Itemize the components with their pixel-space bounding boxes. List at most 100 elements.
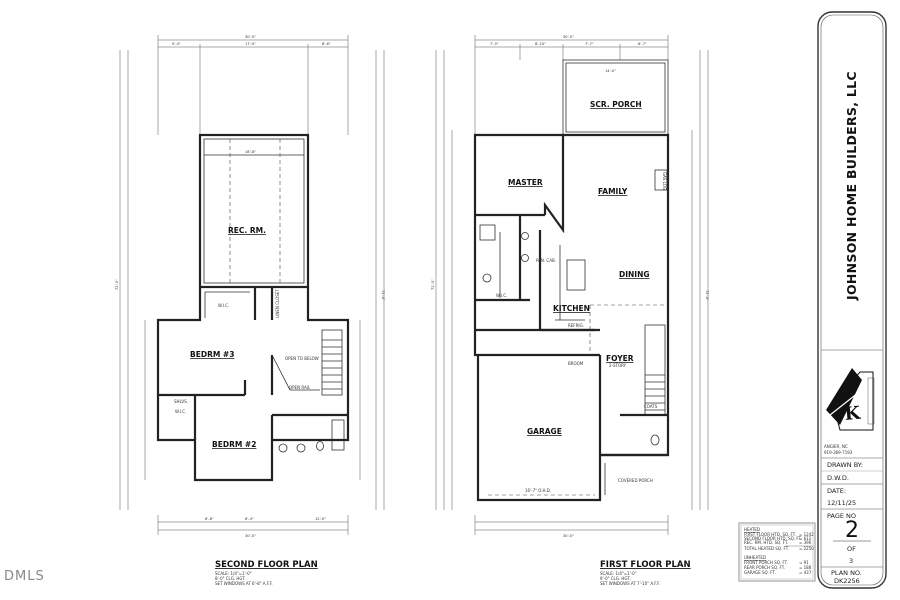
- drawing-line: [321, 329, 343, 396]
- drawing-line: [565, 62, 666, 133]
- first-floor-stairs: [644, 324, 666, 416]
- second-floor-rooms-wic2-label: W.I.C.: [175, 409, 186, 414]
- drawing-line: [740, 524, 814, 580]
- title-block-phone-label: 919-369-7193: [824, 450, 853, 455]
- second-floor-notes-0-label: SCALE: 1/4"=1'-0": [215, 571, 252, 576]
- first-floor-rooms-wic-label: W.I.C.: [496, 293, 507, 298]
- first-floor-dims-overall-h-label: 72'-0": [431, 279, 435, 290]
- second-floor-rooms-linen-label: LINEN CLOSET: [275, 289, 280, 318]
- first-floor-rooms-pan-label: PAN. CAB.: [536, 258, 556, 263]
- sq-ft-table-heated-1-label-label: SECOND FLOOR HTD. SQ. FT.: [744, 536, 802, 541]
- first-floor-notes-2-label: SET WINDOWS AT 7'-10" A.F.F.: [600, 581, 660, 586]
- second-floor-dims-rec-w-label: 18'-8": [245, 150, 256, 154]
- second-floor-rooms-open-below-label: OPEN TO BELOW: [285, 356, 319, 361]
- sq-ft-table-unheated-1-value-label: = 188: [799, 565, 812, 570]
- drawing-line: [654, 169, 668, 191]
- drawing-line: [521, 254, 529, 262]
- second-floor-rooms-open-rail-label: OPEN RAIL: [289, 385, 311, 390]
- title-block-date-label-label: DATE:: [827, 487, 846, 495]
- title-block-drawn-by-label: D.W.D.: [827, 474, 849, 482]
- first-floor-rooms-gas-log-label: GAS LOG: [662, 172, 667, 190]
- title-block-plan-no-label: DK2256: [834, 577, 860, 585]
- drawing-line: [331, 419, 345, 451]
- sq-ft-table-unheated-0-value-label: = 91: [799, 560, 809, 565]
- drawing-line: [644, 324, 666, 416]
- drawing-line: [832, 371, 874, 431]
- mls-watermark: DMLS: [4, 569, 45, 584]
- drawing-line: [203, 138, 305, 284]
- second-floor-title: SECOND FLOOR PLAN: [215, 560, 318, 570]
- first-floor-rooms-refrig-label: REFRIG.: [568, 323, 584, 328]
- second-floor-notes-2-label: SET WINDOWS AT 6'-8" A.F.F.: [215, 581, 273, 586]
- drawing-line: [156, 287, 350, 482]
- first-floor-rooms-porch-label: SCR. PORCH: [590, 100, 642, 109]
- sq-ft-table-unheated-label-label: UNHEATED: [744, 555, 766, 560]
- second-floor-dims-top-c-label: 8'-6": [322, 42, 331, 46]
- first-floor-dims-top-b-label: 8'-10": [535, 42, 546, 46]
- drawing-line: [316, 441, 324, 451]
- first-floor-rooms-garage-label: GARAGE: [527, 427, 562, 436]
- second-floor-rooms-bed2-label: BEDRM #2: [212, 440, 256, 449]
- drawing-line: [278, 443, 288, 453]
- title-block: JOHNSON HOME BUILDERS, LLC K ANGIER, NC …: [817, 11, 887, 589]
- sq-ft-table-heated-2-label-label: REC. RM. HTD. SQ. FT.: [744, 540, 788, 545]
- second-floor-dims-bot-b-label: 6'-8": [205, 517, 214, 521]
- drawing-line: [543, 135, 565, 234]
- first-floor-rooms-foyer-label: FOYER: [606, 354, 634, 363]
- drawing-line: [479, 224, 496, 241]
- square-footage-table: HEATED FIRST FLOOR HTD. SQ. FT.= 1242 SE…: [738, 522, 816, 582]
- sq-ft-table-heated-2-value-label: = 396: [799, 540, 812, 545]
- sq-ft-table-unheated-0-label-label: FRONT PORCH SQ. FT.: [744, 560, 788, 565]
- second-floor-stairs: [321, 329, 343, 396]
- first-floor-rooms-broom-label: BROOM: [568, 361, 584, 366]
- title-block-total-pages-label: 3: [849, 557, 853, 565]
- first-floor-dims-porch-w-label: 14'-0": [605, 69, 616, 73]
- second-floor-dims-top-b-label: 17'-0": [245, 42, 256, 46]
- sq-ft-table-heated-label-label: HEATED: [744, 527, 760, 532]
- title-block-plan-label-label: PLAN NO.: [831, 569, 862, 577]
- drawing-line: [867, 377, 875, 425]
- first-floor-exterior-walls: [473, 133, 670, 502]
- title-block-of-label-label: OF: [847, 545, 856, 553]
- first-floor-plan: 30'-0" 7'-0" 8'-10" 7'-7" 6'-7" 72'-0" 7…: [431, 35, 709, 586]
- second-floor-dims-overall-w-label: 30'-0": [245, 534, 256, 538]
- first-floor-rooms-master-label: MASTER: [508, 178, 543, 187]
- drawing-line: [820, 14, 884, 586]
- sq-ft-table-unheated-2-label-label: GARAGE SQ. FT.: [744, 570, 776, 575]
- second-floor-notes-1-label: 8'-0" CLG. HGT.: [215, 576, 246, 581]
- title-block-date-label: 12/11/25: [827, 499, 856, 507]
- drawing-line: [271, 354, 320, 391]
- company-name: JOHNSON HOME BUILDERS, LLC: [844, 71, 859, 301]
- first-floor-dims-overall-h-label: 72'-0": [705, 290, 709, 301]
- drawing-line: [521, 232, 529, 240]
- second-floor-dims-overall-h-label: 72'-0": [115, 279, 119, 290]
- drawing-line: [482, 273, 492, 283]
- drawing-line: K: [844, 403, 863, 425]
- first-floor-dims-top-a-label: 7'-0": [490, 42, 499, 46]
- kitchen-island: [566, 259, 586, 291]
- sq-ft-table-unheated-1-label-label: REAR PORCH SQ. FT.: [744, 565, 785, 570]
- second-floor-dims-top-a-label: 9'-4": [172, 42, 181, 46]
- sq-ft-table-heated-0-value-label: = 1242: [799, 532, 814, 537]
- drawing-line: [738, 522, 816, 582]
- first-floor-notes-0-label: SCALE: 1/4"=1'-0": [600, 571, 637, 576]
- first-floor-rooms-foyer-sub-label: 2-STORY: [609, 363, 627, 368]
- title-block-page-label-label: PAGE NO: [827, 512, 856, 520]
- page-number: 2: [845, 518, 859, 543]
- second-floor-dims-overall-h-label: 72'-0": [381, 290, 385, 301]
- first-floor-notes-1-label: 9'-0" CLG. HGT.: [600, 576, 631, 581]
- first-floor-dims-bot-w-label: 30'-0": [563, 534, 574, 538]
- first-floor-rooms-coats-label: COATS: [644, 404, 658, 409]
- second-floor-dims-bot-c-label: 6'-4": [245, 517, 254, 521]
- sq-ft-table-total-value-label: = 2250: [799, 546, 814, 551]
- drawing-line: [829, 384, 869, 416]
- second-floor-rooms-shlvs-label: SHLVS.: [174, 399, 188, 404]
- drawing-line: [296, 443, 306, 453]
- first-floor-dimensions: 30'-0" 7'-0" 8'-10" 7'-7" 6'-7" 72'-0" 7…: [431, 35, 709, 538]
- title-block-location-label: ANGIER, NC: [824, 444, 848, 449]
- drawing-line: [650, 434, 660, 446]
- drawing-line: [817, 11, 887, 589]
- first-floor-rooms-kitchen-label: KITCHEN: [553, 304, 590, 313]
- second-floor-rooms-rec-label: REC. RM.: [228, 226, 266, 235]
